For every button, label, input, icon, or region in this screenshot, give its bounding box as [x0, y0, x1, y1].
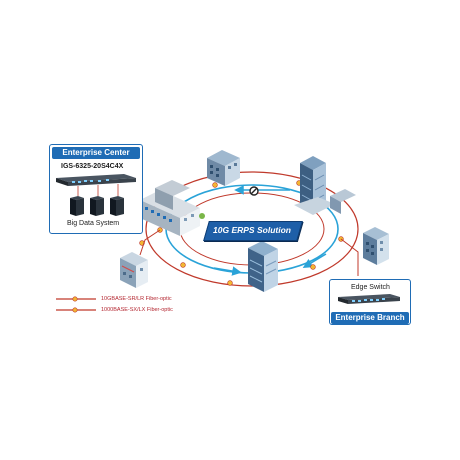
enterprise-center-panel	[49, 144, 143, 234]
enterprise-center-title: Enterprise Center	[52, 147, 140, 159]
office-building-icon	[248, 241, 278, 292]
office-building-icon	[363, 227, 389, 265]
uplink-branch	[340, 238, 359, 276]
ring-direction-arrow-right	[302, 253, 327, 268]
blocked-port-icon	[249, 186, 259, 196]
legend-label-10g: 10GBASE-SR/LR Fiber-optic	[101, 296, 172, 302]
legend-10g-line	[56, 296, 96, 302]
office-building-icon	[120, 252, 148, 288]
ring-direction-arrow-bottom	[213, 266, 242, 276]
solution-label: 10G ERPS Solution	[213, 225, 291, 235]
enterprise-branch-title: Enterprise Branch	[331, 312, 409, 324]
edge-switch-graphic	[338, 294, 400, 304]
network-switch-icon	[56, 174, 136, 186]
legend-label-1g: 1000BASE-SX/LX Fiber-optic	[101, 307, 173, 313]
network-switch-icon	[338, 294, 400, 304]
office-building-icon	[133, 180, 205, 236]
legend-1g-line	[56, 307, 96, 313]
server-tower-icon	[110, 196, 124, 216]
big-data-caption: Big Data System	[67, 220, 120, 227]
core-switch-graphic	[56, 174, 136, 216]
office-building-icon	[294, 156, 356, 215]
server-tower-icon	[70, 196, 84, 216]
uplink-left-building	[139, 229, 161, 256]
core-switch-model: IGS-6325-20S4C4X	[61, 163, 124, 170]
office-building-icon	[207, 150, 240, 186]
edge-switch-caption: Edge Switch	[351, 284, 390, 291]
server-tower-icon	[90, 196, 104, 216]
